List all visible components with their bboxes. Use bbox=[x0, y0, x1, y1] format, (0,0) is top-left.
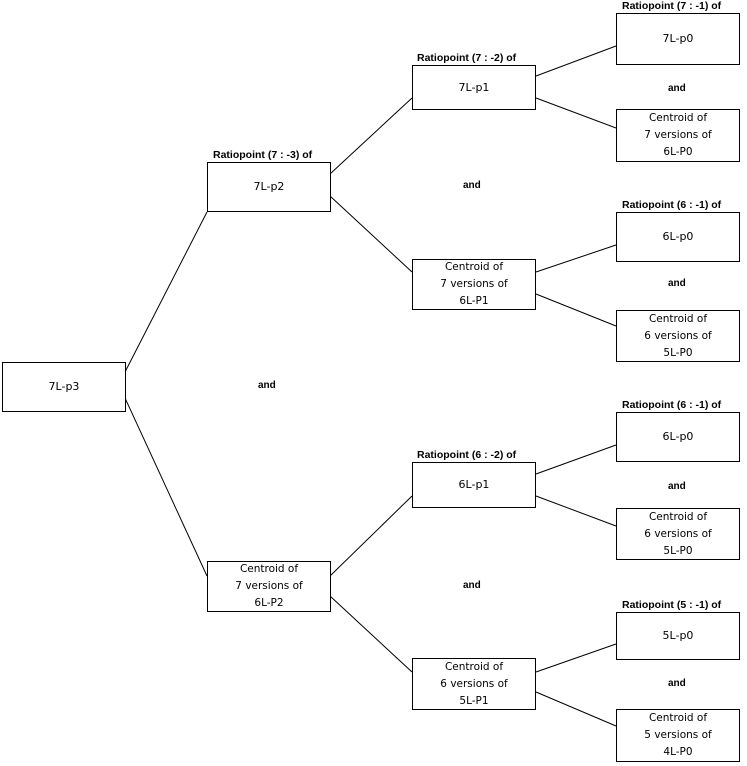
edge-b-b1 bbox=[329, 495, 413, 577]
node-b1a-line: 6L-p0 bbox=[662, 430, 694, 443]
node-b2b: Centroid of 5 versions of 4L-P0 bbox=[616, 709, 740, 762]
caption-node-b1a: Ratiopoint (6 : -1) of bbox=[622, 399, 722, 411]
edge-b2-b2a bbox=[535, 643, 617, 673]
edge-a1-a1a bbox=[535, 45, 617, 77]
node-a2b: Centroid of 6 versions of 5L-P0 bbox=[616, 310, 740, 362]
edge-a-a2 bbox=[329, 195, 413, 273]
node-a2a-line: 6L-p0 bbox=[662, 230, 694, 243]
node-b2b-line-3: 4L-P0 bbox=[663, 746, 693, 758]
node-a: 7L-p2 bbox=[207, 162, 331, 212]
node-a1b: Centroid of 7 versions of 6L-P0 bbox=[616, 109, 740, 162]
node-root: 7L-p3 bbox=[2, 362, 126, 412]
node-a2: Centroid of 7 versions of 6L-P1 bbox=[412, 259, 536, 310]
node-b1b-line-1: Centroid of bbox=[648, 510, 708, 523]
edge-a2-a2b bbox=[535, 293, 617, 327]
edge-a-a1 bbox=[329, 97, 413, 175]
edge-b-b2 bbox=[329, 595, 413, 673]
connector-b-and: and bbox=[463, 580, 481, 591]
connector-a-and: and bbox=[463, 180, 481, 191]
node-b1-line: 6L-p1 bbox=[458, 478, 490, 491]
node-a1: 7L-p1 bbox=[412, 65, 536, 110]
node-a2b-line-3: 5L-P0 bbox=[663, 346, 693, 359]
node-a-line: 7L-p2 bbox=[253, 180, 285, 193]
node-a2a: 6L-p0 bbox=[616, 212, 740, 262]
node-b1b-line-2: 6 versions of bbox=[644, 527, 712, 540]
edge-root-b bbox=[124, 397, 208, 577]
connector-a1-and: and bbox=[668, 83, 686, 94]
node-b2b-line-2: 5 versions of bbox=[644, 729, 712, 741]
node-a1b-line-1: Centroid of bbox=[648, 112, 708, 124]
node-a1b-line-2: 7 versions of bbox=[644, 129, 712, 141]
edge-a1-a1b bbox=[535, 97, 617, 129]
caption-node-b1: Ratiopoint (6 : -2) of bbox=[417, 449, 517, 461]
node-a1-line: 7L-p1 bbox=[458, 80, 490, 94]
node-b1: 6L-p1 bbox=[412, 462, 536, 508]
node-a1a-line: 7L-p0 bbox=[662, 32, 694, 45]
edge-a2-a2a bbox=[535, 244, 617, 273]
edge-b1-b1a bbox=[535, 444, 617, 475]
node-b2b-line-1: Centroid of bbox=[648, 712, 708, 724]
node-root-line: 7L-p3 bbox=[48, 380, 80, 393]
node-a2-line-3: 6L-P1 bbox=[459, 295, 489, 307]
node-b2a-line: 5L-p0 bbox=[662, 629, 694, 642]
caption-node-a1a: Ratiopoint (7 : -1) of bbox=[622, 0, 722, 12]
node-b: Centroid of 7 versions of 6L-P2 bbox=[207, 561, 331, 612]
node-a1b-line-3: 6L-P0 bbox=[663, 146, 693, 158]
edge-b2-b2b bbox=[535, 691, 617, 727]
node-b-line-2: 7 versions of bbox=[235, 580, 303, 592]
node-b2: Centroid of 6 versions of 5L-P1 bbox=[412, 658, 536, 710]
node-b2-line-2: 6 versions of bbox=[440, 677, 508, 690]
node-b2-line-3: 5L-P1 bbox=[459, 694, 489, 707]
connector-b2-and: and bbox=[668, 678, 686, 689]
node-b2a: 5L-p0 bbox=[616, 612, 740, 660]
node-a2b-line-2: 6 versions of bbox=[644, 329, 712, 342]
connector-root-and: and bbox=[258, 380, 276, 391]
connector-a2-and: and bbox=[668, 278, 686, 289]
node-b-line-3: 6L-P2 bbox=[254, 597, 284, 609]
node-b1b: Centroid of 6 versions of 5L-P0 bbox=[616, 508, 740, 560]
connector-b1-and: and bbox=[668, 481, 686, 492]
edge-b1-b1b bbox=[535, 495, 617, 527]
node-a2b-line-1: Centroid of bbox=[648, 312, 708, 325]
caption-node-b2a: Ratiopoint (5 : -1) of bbox=[622, 599, 722, 611]
caption-node-a: Ratiopoint (7 : -3) of bbox=[213, 149, 313, 161]
node-a2-line-2: 7 versions of bbox=[440, 278, 508, 290]
node-b1b-line-3: 5L-P0 bbox=[663, 544, 693, 557]
caption-node-a1: Ratiopoint (7 : -2) of bbox=[417, 52, 517, 64]
node-b2-line-1: Centroid of bbox=[444, 660, 504, 673]
node-a2-line-1: Centroid of bbox=[444, 261, 504, 273]
edge-root-a bbox=[124, 211, 208, 373]
node-b-line-1: Centroid of bbox=[239, 563, 299, 575]
caption-node-a2a: Ratiopoint (6 : -1) of bbox=[622, 199, 722, 211]
node-a1a: 7L-p0 bbox=[616, 13, 740, 65]
node-b1a: 6L-p0 bbox=[616, 412, 740, 462]
